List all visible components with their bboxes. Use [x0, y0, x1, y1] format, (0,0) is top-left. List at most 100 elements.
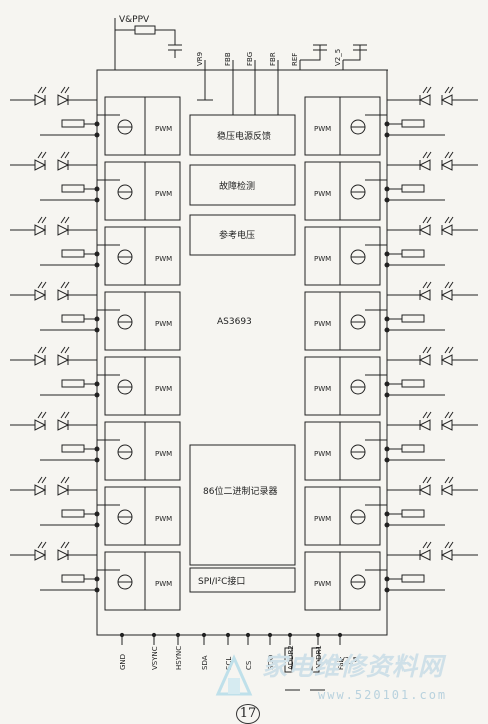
reference-voltage-block [189, 214, 296, 256]
right-pwm-label: PWM [314, 320, 331, 328]
right-pwm-cell [304, 551, 381, 611]
regulator-feedback-block [189, 114, 296, 156]
bottom-pin-label: ADDR2 [287, 645, 295, 670]
resistor-icon [401, 444, 425, 453]
register-label: 86位二进制记录器 [203, 485, 277, 497]
led-diode-icon [57, 289, 70, 301]
right-pwm-label: PWM [314, 385, 331, 393]
led-diode-icon [440, 419, 453, 431]
top-pin-label: REF [291, 53, 299, 66]
led-diode-icon [57, 159, 70, 171]
left-pwm-cell [104, 551, 181, 611]
resistor-icon [61, 574, 85, 583]
resistor-icon [61, 249, 85, 258]
led-diode-icon [34, 354, 47, 366]
led-diode-icon [34, 224, 47, 236]
resistor-icon [61, 119, 85, 128]
bottom-pin-label: Fail [337, 658, 345, 670]
led-diode-icon [34, 94, 47, 106]
bottom-pin-label: CS [245, 660, 253, 670]
resistor-icon [401, 119, 425, 128]
resistor-icon [61, 444, 85, 453]
led-diode-icon [57, 224, 70, 236]
led-diode-icon [440, 159, 453, 171]
led-diode-icon [418, 159, 431, 171]
led-diode-icon [57, 94, 70, 106]
led-diode-icon [57, 549, 70, 561]
left-pwm-label: PWM [155, 385, 172, 393]
right-pwm-label: PWM [314, 450, 331, 458]
resistor-icon [284, 647, 293, 673]
right-pwm-label: PWM [314, 580, 331, 588]
left-pwm-label: PWM [155, 125, 172, 133]
top-pin-label: FBB [224, 52, 232, 66]
interface-block [189, 567, 296, 593]
led-diode-icon [418, 224, 431, 236]
fault-detect-label: 故障检测 [219, 180, 255, 192]
resistor-icon [401, 184, 425, 193]
right-pwm-label: PWM [314, 255, 331, 263]
bottom-pin-label: VSYNC [151, 646, 159, 670]
led-channels: PWM PWM PWM PWM PWM PWM PWM PWM PWM PWM PWM PWM PWM P… [10, 86, 478, 611]
bottom-extra-label: V2_5 [340, 656, 357, 664]
reference-voltage-label: 参考电压 [219, 229, 255, 241]
bottom-pin-label: GND [119, 654, 127, 670]
left-pwm-cell [104, 421, 181, 481]
left-pwm-cell [104, 291, 181, 351]
bottom-pin-label: HSYNC [175, 646, 183, 670]
left-pwm-cell [104, 226, 181, 286]
right-pwm-cell [304, 291, 381, 351]
led-diode-icon [57, 419, 70, 431]
led-diode-icon [34, 419, 47, 431]
right-pwm-cell [304, 421, 381, 481]
left-pwm-label: PWM [155, 320, 172, 328]
chip-name: AS3693 [217, 317, 252, 327]
left-pwm-label: PWM [155, 255, 172, 263]
bottom-pin-label: ADDR1 [315, 645, 323, 670]
watermark-text: 家电维修资料网 [262, 652, 445, 681]
page-number: 17 [236, 704, 260, 724]
left-pwm-cell [104, 356, 181, 416]
led-diode-icon [57, 354, 70, 366]
top-pin-label: FBR [269, 52, 277, 66]
led-diode-icon [34, 289, 47, 301]
resistor-icon [401, 249, 425, 258]
led-diode-icon [440, 94, 453, 106]
led-diode-icon [418, 419, 431, 431]
led-diode-icon [418, 484, 431, 496]
right-pwm-cell [304, 161, 381, 221]
led-diode-icon [34, 484, 47, 496]
resistor-icon [61, 314, 85, 323]
fault-detect-block [189, 164, 296, 206]
bottom-pin-label: SDO [267, 654, 275, 670]
resistor-icon [401, 509, 425, 518]
right-pwm-cell [304, 226, 381, 286]
right-pwm-label: PWM [314, 125, 331, 133]
resistor-icon [401, 314, 425, 323]
register-block [189, 444, 296, 566]
watermark-logo-icon [215, 654, 253, 696]
top-pin-label: FBG [246, 52, 254, 66]
led-diode-icon [440, 354, 453, 366]
left-pwm-cell [104, 96, 181, 156]
left-pwm-label: PWM [155, 580, 172, 588]
led-diode-icon [57, 484, 70, 496]
led-diode-icon [34, 159, 47, 171]
left-pwm-cell [104, 161, 181, 221]
right-pwm-label: PWM [314, 190, 331, 198]
right-pwm-cell [304, 96, 381, 156]
left-pwm-label: PWM [155, 450, 172, 458]
led-diode-icon [418, 289, 431, 301]
resistor-icon [61, 184, 85, 193]
led-diode-icon [440, 224, 453, 236]
resistor-icon [401, 379, 425, 388]
right-pwm-cell [304, 356, 381, 416]
led-diode-icon [34, 549, 47, 561]
resistor-icon [401, 574, 425, 583]
led-diode-icon [418, 94, 431, 106]
led-diode-icon [418, 549, 431, 561]
top-pin-label: VR9 [196, 52, 204, 66]
left-pwm-label: PWM [155, 190, 172, 198]
watermark-url: www.520101.com [318, 688, 448, 702]
